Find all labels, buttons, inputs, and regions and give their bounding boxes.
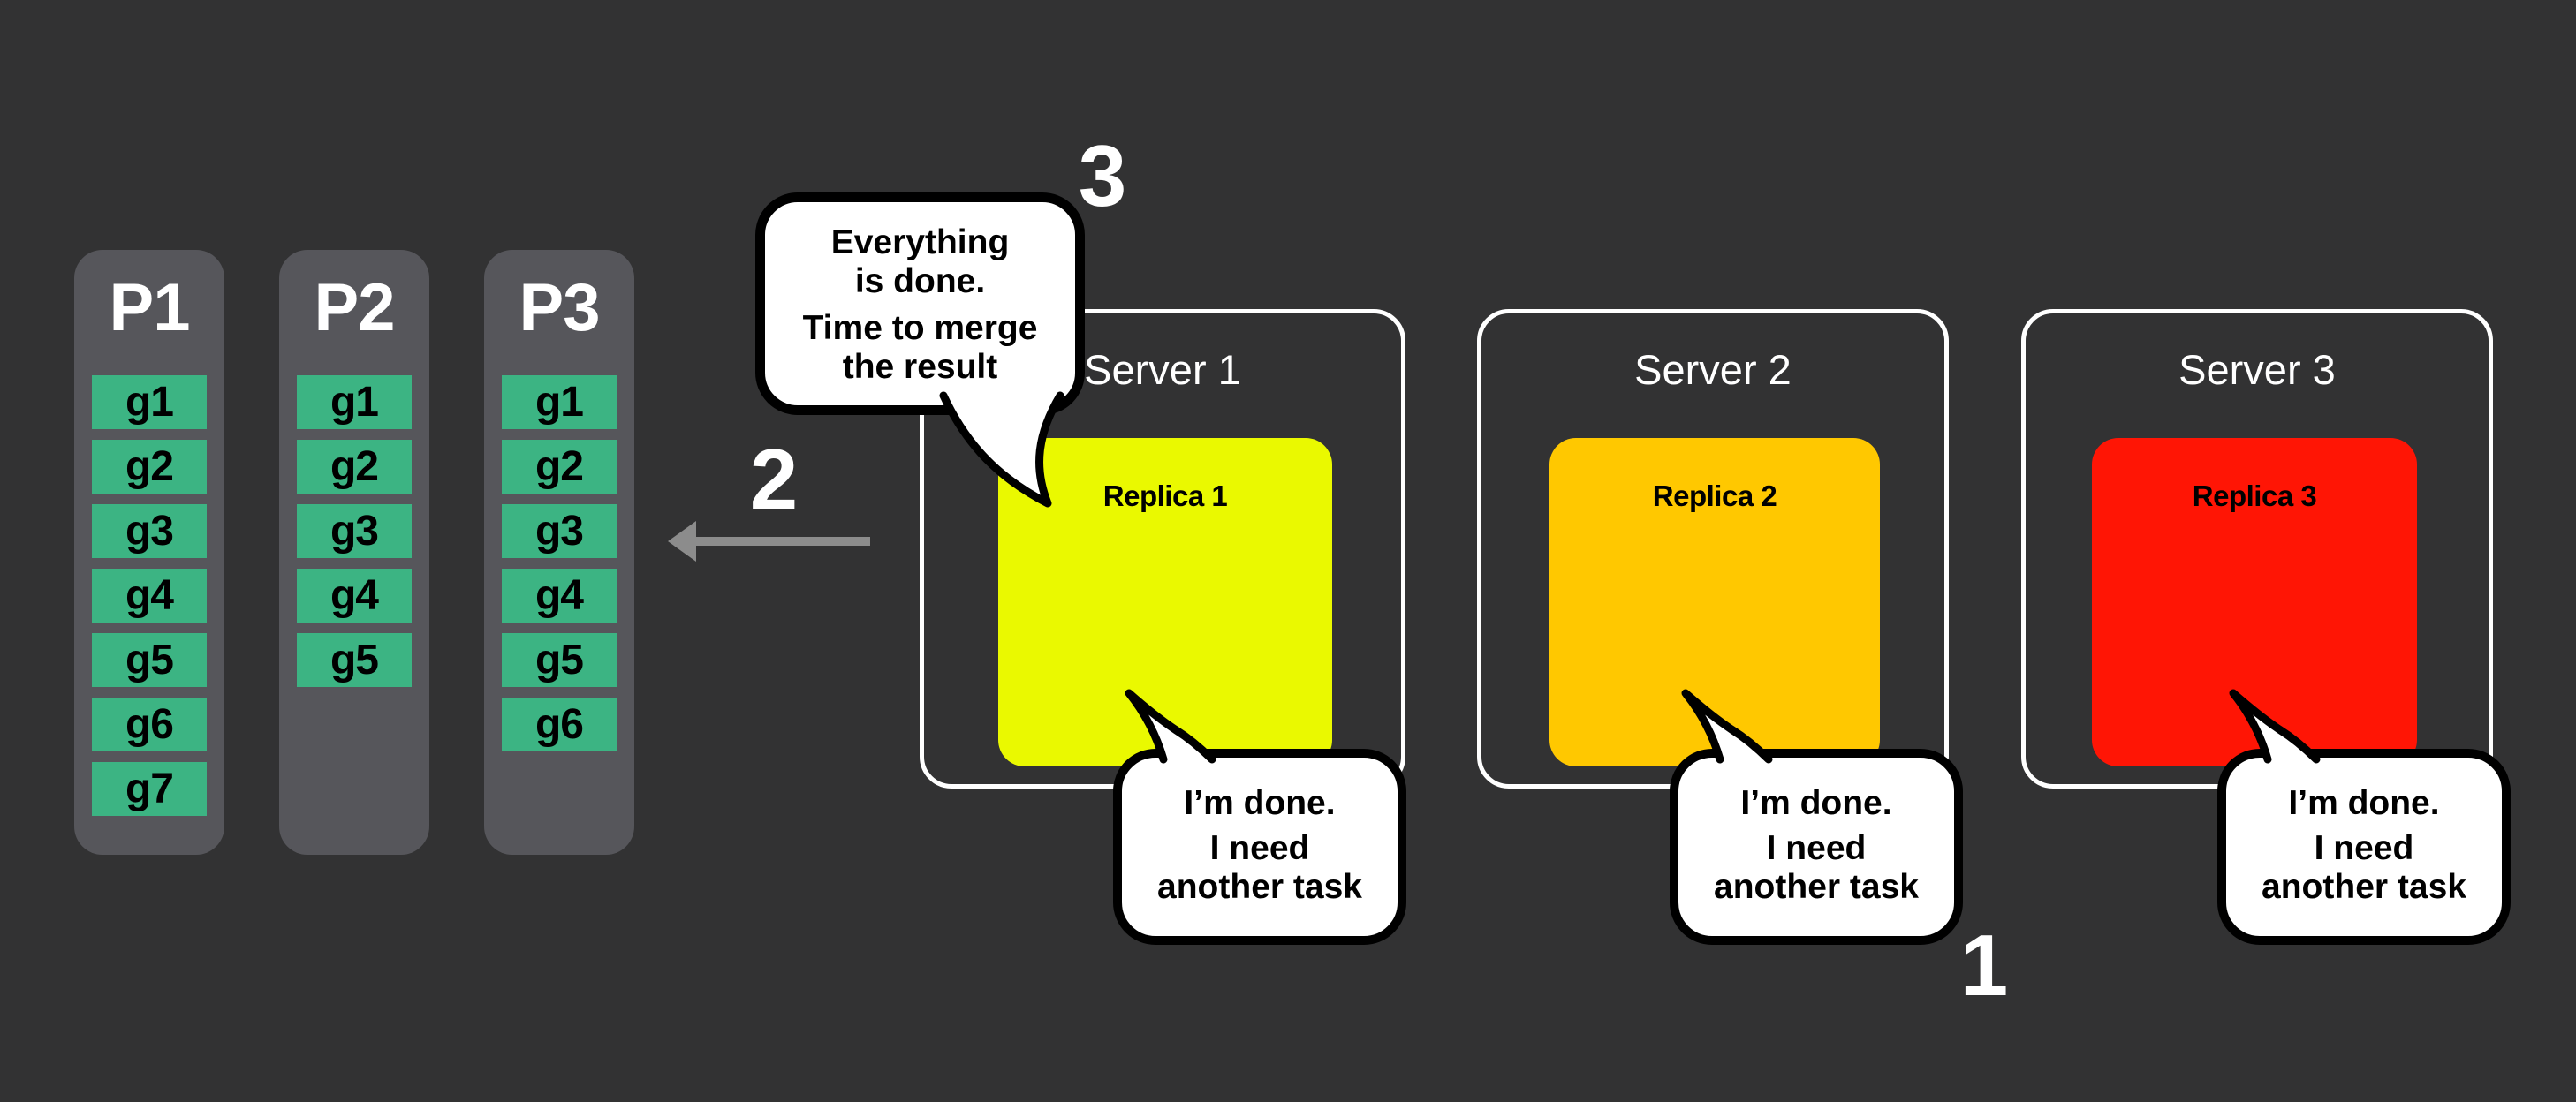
group-block: g2: [502, 440, 617, 494]
step-label-1: 1: [1959, 917, 2009, 1014]
speech-tail: [2229, 689, 2321, 764]
bubble-text-line: Time to merge: [802, 309, 1038, 347]
group-block: g4: [502, 569, 617, 623]
partition-group-list: g1 g2 g3 g4 g5 g6: [502, 375, 617, 751]
partition-title: P1: [109, 270, 191, 345]
partition-group-list: g1 g2 g3 g4 g5 g6 g7: [92, 375, 207, 816]
group-block: g3: [92, 504, 207, 558]
server-label: Server 3: [2178, 346, 2336, 393]
group-block: g4: [297, 569, 412, 623]
speech-tail: [1681, 689, 1773, 764]
server-label: Server 2: [1634, 346, 1792, 393]
group-block: g5: [502, 633, 617, 687]
group-block: g6: [502, 698, 617, 751]
bubble-text-line: Everything: [830, 223, 1010, 261]
bubble-text-line: I need: [1209, 829, 1310, 867]
server-1-box: Server 1: [920, 309, 1405, 789]
group-block: g3: [502, 504, 617, 558]
speech-bubble-done-1: I’m done. I need another task: [1113, 749, 1406, 945]
group-block: g1: [297, 375, 412, 429]
group-block: g2: [297, 440, 412, 494]
step-label-2: 2: [749, 431, 799, 528]
group-block: g3: [297, 504, 412, 558]
partition-group-list: g1 g2 g3 g4 g5: [297, 375, 412, 687]
bubble-text-line: I need: [2314, 829, 2414, 867]
bubble-text-line: another task: [1157, 868, 1362, 906]
step-label-3: 3: [1078, 127, 1127, 224]
group-block: g5: [297, 633, 412, 687]
bubble-text-line: I’m done.: [1184, 784, 1336, 822]
group-block: g7: [92, 762, 207, 816]
partition-title: P2: [314, 270, 396, 345]
group-block: g6: [92, 698, 207, 751]
server-label: Server 1: [1084, 346, 1241, 393]
partition-p1: P1 g1 g2 g3 g4 g5 g6 g7: [74, 250, 224, 855]
group-block: g1: [92, 375, 207, 429]
bubble-text-line: is done.: [854, 262, 986, 300]
bubble-text-line: another task: [2262, 868, 2466, 906]
speech-tail: [1125, 689, 1216, 764]
bubble-text-line: I’m done.: [1740, 784, 1892, 822]
speech-bubble-done-2: I’m done. I need another task: [1670, 749, 1963, 945]
replica-label: Replica 1: [1102, 479, 1228, 512]
group-block: g2: [92, 440, 207, 494]
partition-p3: P3 g1 g2 g3 g4 g5 g6: [484, 250, 634, 855]
speech-tail: [939, 391, 1064, 508]
group-block: g1: [502, 375, 617, 429]
partition-p2: P2 g1 g2 g3 g4 g5: [279, 250, 429, 855]
speech-bubble-done-3: I’m done. I need another task: [2217, 749, 2511, 945]
bubble-text-line: the result: [842, 348, 998, 386]
arrow-left-icon: [668, 521, 870, 562]
group-block: g4: [92, 569, 207, 623]
replica-2: Replica 2: [1549, 438, 1880, 766]
speech-bubble-merge: Everything is done. Time to merge the re…: [755, 192, 1085, 415]
partition-title: P3: [519, 270, 601, 345]
replica-1: Replica 1: [998, 438, 1332, 766]
group-block: g5: [92, 633, 207, 687]
bubble-text-line: I need: [1766, 829, 1867, 867]
replica-label: Replica 3: [2192, 479, 2317, 512]
replica-label: Replica 2: [1652, 479, 1777, 512]
bubble-text-line: another task: [1714, 868, 1919, 906]
bubble-text-line: I’m done.: [2288, 784, 2440, 822]
